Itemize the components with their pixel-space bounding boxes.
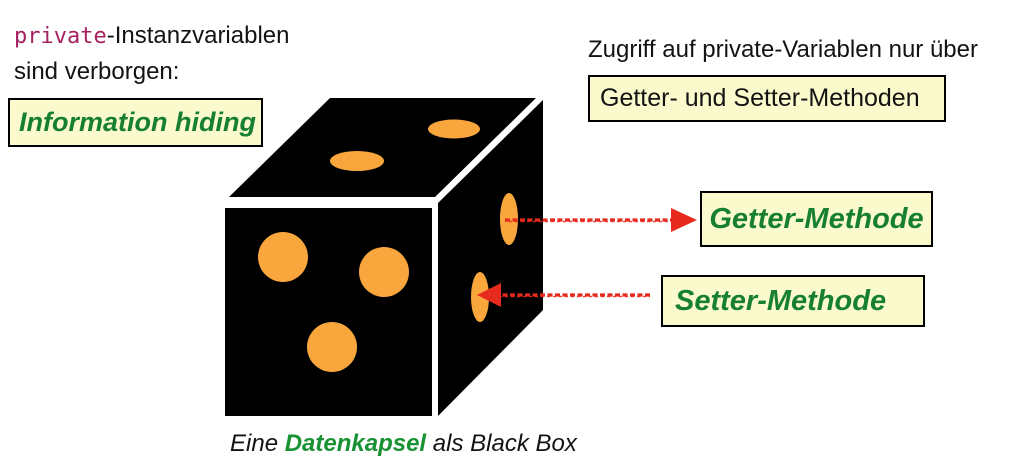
information-hiding-label: Information hiding (19, 107, 256, 137)
heading-left-line1-rest: -Instanzvariablen (106, 22, 290, 49)
dice-pip (359, 247, 409, 297)
caption-after: als Black Box (426, 430, 577, 457)
getter-setter-methoden-box: Getter- und Setter-Methoden (588, 75, 946, 122)
dice-pip (428, 119, 480, 139)
caption: Eine Datenkapsel als Black Box (230, 430, 577, 458)
getter-setter-methoden-label: Getter- und Setter-Methoden (600, 84, 920, 112)
setter-arrow (477, 283, 650, 307)
getter-methode-label: Getter-Methode (709, 202, 924, 235)
getter-arrow (505, 208, 697, 232)
setter-methode-label: Setter-Methode (675, 284, 887, 317)
getter-arrowhead-icon (671, 208, 697, 232)
getter-methode-box: Getter-Methode (700, 191, 933, 247)
dice-pip (307, 322, 357, 372)
information-hiding-box: Information hiding (8, 98, 263, 147)
caption-highlight: Datenkapsel (284, 430, 427, 457)
heading-left-line2: sind verborgen: (14, 58, 180, 85)
dice-pip (330, 151, 384, 171)
setter-methode-box: Setter-Methode (661, 275, 925, 327)
dice-front-face (225, 208, 432, 416)
dice-pip (471, 272, 489, 322)
caption-before: Eine (230, 430, 285, 457)
dice-right-face (438, 100, 543, 416)
heading-right: Zugriff auf private-Variablen nur über (588, 36, 978, 63)
dice-pip (258, 232, 308, 282)
heading-left-line1: private-Instanzvariablen (14, 22, 289, 50)
private-keyword: private (14, 24, 107, 49)
setter-arrowhead-icon (477, 283, 501, 307)
